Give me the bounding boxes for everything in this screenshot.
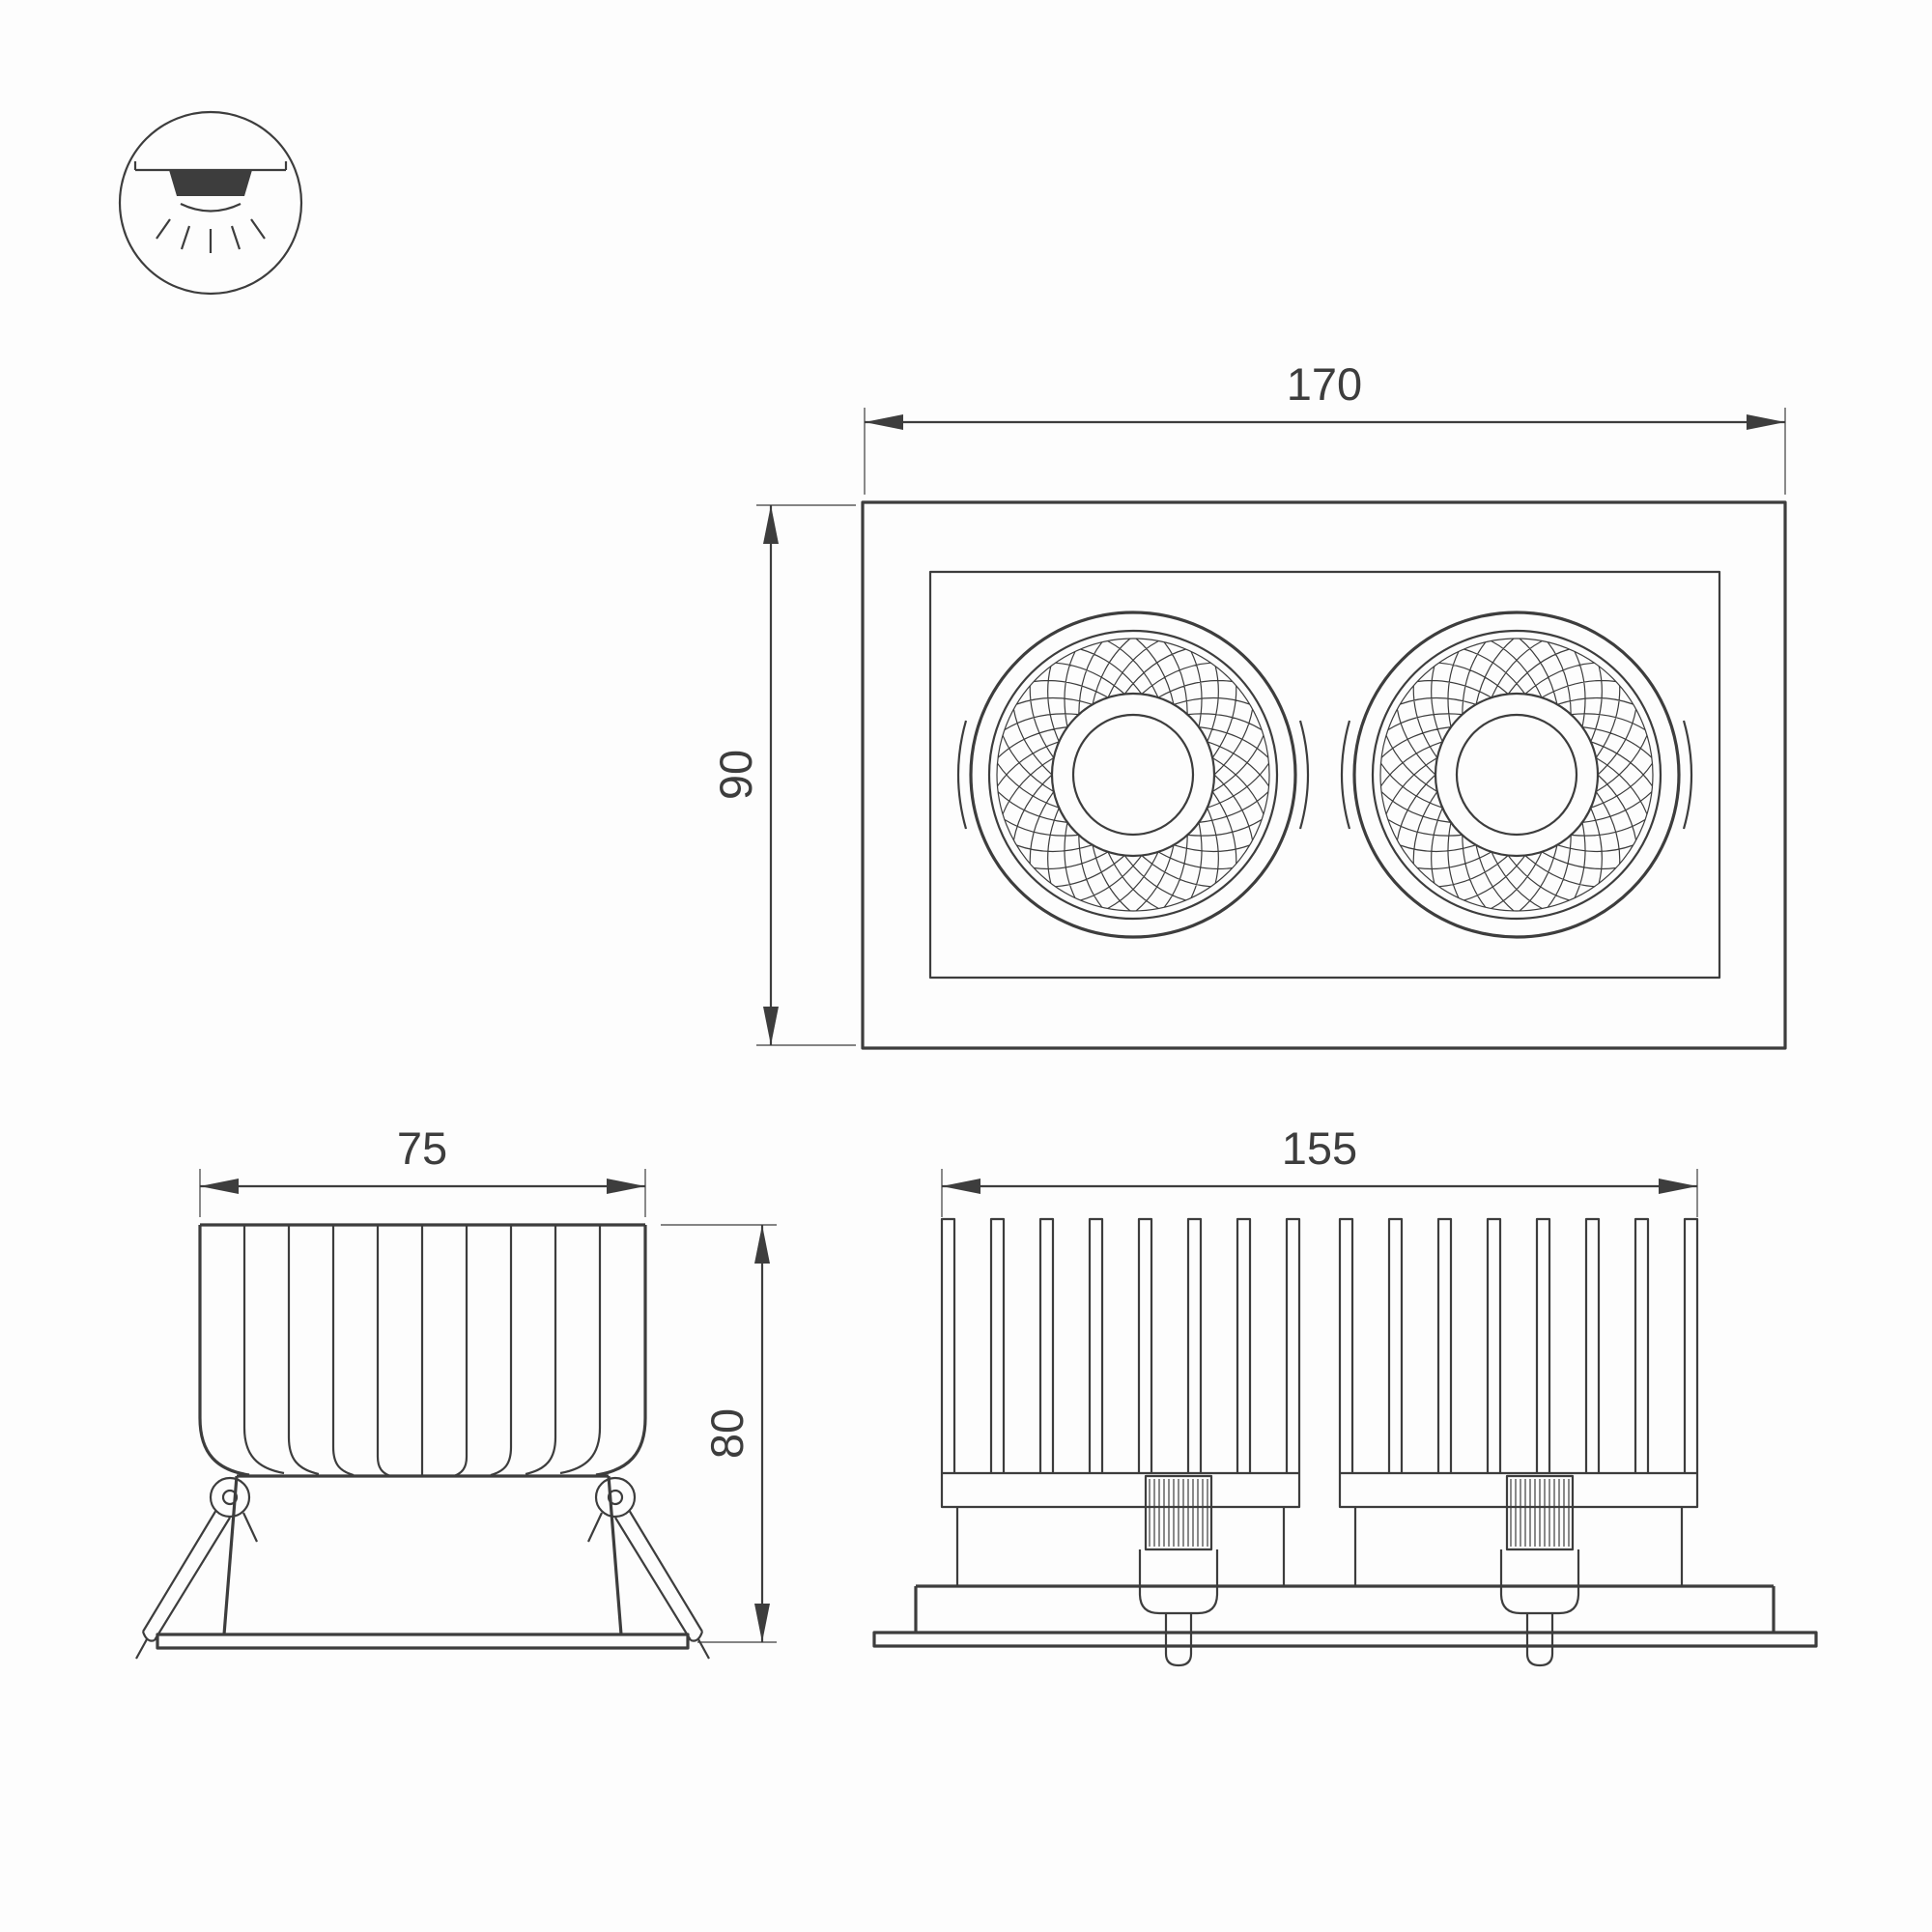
arrow-left-icon: [200, 1179, 239, 1194]
recessed-downlight-icon: [118, 110, 303, 296]
arrow-down-icon: [754, 1604, 770, 1642]
icon-circle: [118, 110, 303, 296]
dimension-face-width: 170: [864, 358, 1786, 495]
icon-light-rays: [156, 218, 266, 253]
arrow-down-icon: [763, 1007, 779, 1045]
lamp-left-reflector-rim: [996, 638, 1270, 912]
dimension-label: 155: [1282, 1122, 1357, 1174]
lamp-right-lens-ring: [1434, 692, 1600, 858]
dimension-side-height: 80: [661, 1224, 777, 1643]
icon-lens-arc: [180, 203, 242, 213]
lamp-left-led: [1071, 713, 1195, 837]
lamp-right-reflector-rim: [1379, 638, 1654, 912]
trim-flange: [872, 1631, 1818, 1648]
heatsink-comb-left: [940, 1217, 1301, 1475]
fixture-inner-opening: [928, 570, 1721, 980]
spring-coil: [594, 1476, 637, 1519]
trim-body: [914, 1584, 1776, 1633]
spring-clip-left: [135, 1476, 258, 1660]
lamp-left-reflector-mesh: [997, 638, 1269, 912]
arrow-left-icon: [865, 414, 903, 430]
arrow-right-icon: [1747, 414, 1785, 430]
arrow-up-icon: [754, 1225, 770, 1264]
lamp-housing-left: [940, 1473, 1301, 1586]
lamp-right-led: [1455, 713, 1578, 837]
lamp-left-lens-ring: [1050, 692, 1216, 858]
heatsink-comb-right: [1338, 1217, 1699, 1475]
spring-clip-right: [587, 1476, 710, 1660]
spring-leg: [135, 1509, 258, 1660]
dimension-label: 90: [710, 750, 761, 800]
view-front: 155: [872, 1122, 1818, 1667]
spring-coil-center: [607, 1489, 624, 1506]
lamp-housing-right: [1338, 1473, 1699, 1586]
dimension-label: 170: [1287, 358, 1362, 410]
arrow-left-icon: [942, 1179, 980, 1194]
view-face: 170 90: [710, 358, 1787, 1050]
heatsink-fins: [242, 1225, 602, 1478]
lamp-left: [956, 611, 1310, 939]
lamp-right-reflector-mesh: [1380, 638, 1653, 912]
lamp-right-gimbal-arcs: [1340, 720, 1693, 830]
lamp-left-bezel-inner: [987, 629, 1279, 921]
arrow-right-icon: [1659, 1179, 1697, 1194]
arrow-up-icon: [763, 505, 779, 544]
arrow-right-icon: [607, 1179, 645, 1194]
extension-lines: [864, 408, 1786, 495]
spring-coil: [209, 1476, 251, 1519]
dimension-face-height: 90: [710, 504, 856, 1046]
trim-body: [222, 1474, 623, 1635]
dimension-side-width: 75: [199, 1122, 646, 1217]
icon-lamp-body: [169, 170, 252, 196]
trim-flange: [156, 1633, 690, 1650]
dimension-label: 80: [701, 1408, 753, 1459]
extension-lines: [199, 1169, 646, 1217]
dimension-front-width: 155: [941, 1122, 1698, 1217]
dimension-label: 75: [397, 1122, 447, 1174]
view-side: 75 80: [135, 1122, 777, 1660]
spring-leg: [587, 1509, 710, 1660]
lamp-left-bezel-outer: [969, 611, 1297, 939]
spring-coil-center: [221, 1489, 239, 1506]
mounting-clip-left: [1138, 1474, 1219, 1667]
lamp-right: [1340, 611, 1693, 939]
extension-lines: [661, 1224, 777, 1643]
extension-lines: [941, 1169, 1698, 1217]
lamp-right-bezel-outer: [1352, 611, 1681, 939]
icon-ceiling-line: [133, 161, 288, 172]
lamp-left-gimbal-arcs: [956, 720, 1310, 830]
mounting-clip-right: [1499, 1474, 1580, 1667]
lamp-right-bezel-inner: [1371, 629, 1662, 921]
extension-lines: [756, 504, 856, 1046]
fixture-outer-frame: [861, 500, 1787, 1050]
